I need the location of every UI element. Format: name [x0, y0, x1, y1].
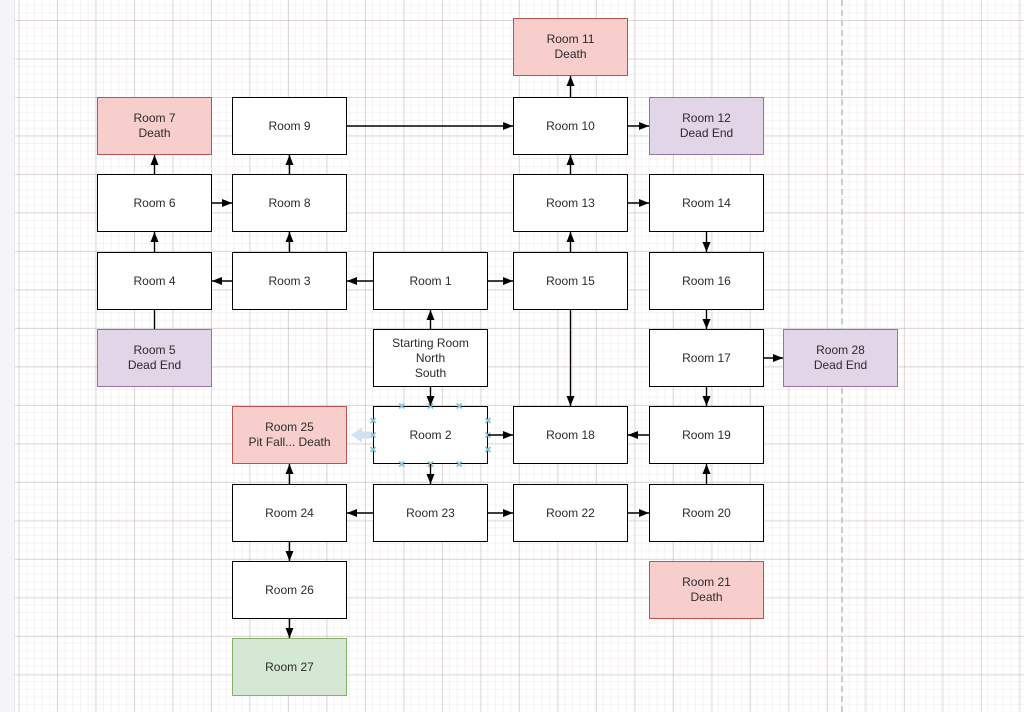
node-room8[interactable]: Room 8	[232, 174, 347, 232]
node-room22[interactable]: Room 22	[513, 484, 628, 542]
node-room16[interactable]: Room 16	[649, 252, 764, 310]
node-room23[interactable]: Room 23	[373, 484, 488, 542]
connection-point[interactable]	[456, 460, 463, 468]
node-label-line: Room 18	[546, 427, 595, 442]
node-label-line: Room 23	[406, 505, 455, 520]
connection-point[interactable]	[398, 402, 405, 410]
node-room15[interactable]: Room 15	[513, 252, 628, 310]
node-label-line: Room 10	[546, 118, 595, 133]
node-room27[interactable]: Room 27	[232, 638, 347, 696]
connection-points[interactable]	[369, 402, 492, 468]
node-room26[interactable]: Room 26	[232, 561, 347, 619]
node-label-line: Pit Fall... Death	[248, 435, 331, 449]
node-label-line: Room 19	[682, 427, 731, 442]
node-label-line: Death	[690, 590, 723, 604]
node-room13[interactable]: Room 13	[513, 174, 628, 232]
node-room19[interactable]: Room 19	[649, 406, 764, 464]
node-label-line: Room 1	[409, 273, 452, 288]
node-room3[interactable]: Room 3	[232, 252, 347, 310]
node-label-line: Room 17	[682, 350, 731, 365]
node-label-line: Room 28	[816, 343, 865, 357]
node-label-line: Room 12	[682, 111, 731, 125]
node-label-line: Starting Room	[392, 335, 469, 350]
node-label-line: Room 24	[265, 505, 314, 520]
canvas-left-gutter	[0, 0, 15, 712]
node-room4[interactable]: Room 4	[97, 252, 212, 310]
node-label-line: South	[414, 365, 447, 380]
connection-point[interactable]	[369, 431, 377, 439]
node-label-line: Room 3	[268, 273, 311, 288]
hover-connect-arrow-left[interactable]	[351, 427, 371, 443]
node-label-line: Room 5	[133, 343, 176, 357]
node-label-line: Room 25	[265, 420, 314, 434]
node-label-line: Room 8	[268, 195, 311, 210]
connection-point[interactable]	[484, 417, 492, 424]
node-label-line: Room 13	[546, 195, 595, 210]
node-label-line: Room 11	[546, 32, 595, 46]
node-label-line: Room 15	[546, 273, 595, 288]
node-room6[interactable]: Room 6	[97, 174, 212, 232]
node-label-line: Dead End	[813, 358, 868, 372]
node-label-line: Room 2	[409, 427, 452, 442]
node-label-line: Room 9	[268, 118, 311, 133]
node-room14[interactable]: Room 14	[649, 174, 764, 232]
node-label-line: Room 27	[265, 659, 314, 674]
node-label-line: Room 14	[682, 195, 731, 210]
connection-point[interactable]	[484, 446, 492, 453]
node-label-line: Dead End	[127, 358, 182, 372]
node-room17[interactable]: Room 17	[649, 329, 764, 387]
node-label-line: Room 26	[265, 582, 314, 597]
connection-point[interactable]	[456, 402, 463, 410]
connection-point[interactable]	[369, 417, 377, 424]
connection-point[interactable]	[369, 446, 377, 453]
node-room24[interactable]: Room 24	[232, 484, 347, 542]
node-room1[interactable]: Room 1	[373, 252, 488, 310]
node-label-line: Room 6	[133, 195, 176, 210]
node-label-line: Death	[138, 126, 171, 140]
node-label-line: Dead End	[679, 126, 734, 140]
node-label-line: Death	[554, 47, 587, 61]
node-room10[interactable]: Room 10	[513, 97, 628, 155]
node-label-line: Room 20	[682, 505, 731, 520]
node-room9[interactable]: Room 9	[232, 97, 347, 155]
node-room18[interactable]: Room 18	[513, 406, 628, 464]
node-label-line: Room 22	[546, 505, 595, 520]
node-room20[interactable]: Room 20	[649, 484, 764, 542]
node-label-line: Room 4	[133, 273, 176, 288]
node-label-line: Room 16	[682, 273, 731, 288]
node-label-line: North	[415, 350, 446, 365]
connection-point[interactable]	[398, 460, 405, 468]
node-label-line: Room 21	[682, 575, 731, 589]
node-label-line: Room 7	[133, 111, 176, 125]
